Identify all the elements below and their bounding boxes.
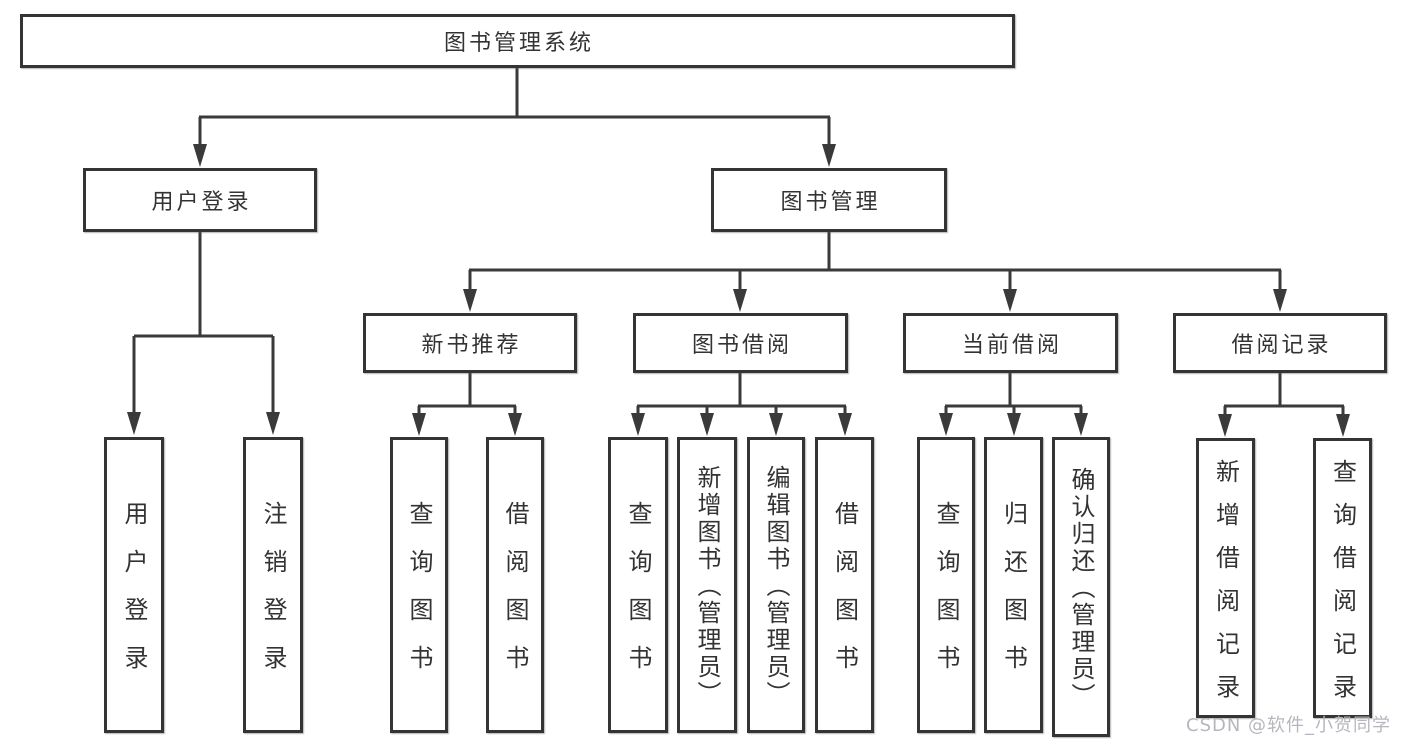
node-new-book-recommend-label: 新书推荐 xyxy=(421,333,522,358)
leaf-edit-book-admin: 编辑图书（管理员） xyxy=(747,437,805,733)
watermark: CSDN @软件_小贺同学 xyxy=(1186,715,1392,736)
node-root-label: 图书管理系统 xyxy=(443,31,594,56)
leaf-query-borrow-record: 查询借阅记录 xyxy=(1313,438,1372,718)
leaf-query-books-recommend-label: 查询图书 xyxy=(405,501,433,693)
node-borrow-records-label: 借阅记录 xyxy=(1231,333,1332,358)
leaf-user-login: 用户登录 xyxy=(104,437,164,733)
leaf-borrow-books-2: 借阅图书 xyxy=(815,437,874,733)
leaf-query-books-current-label: 查询图书 xyxy=(932,501,960,693)
leaf-logout-label: 注销登录 xyxy=(259,501,287,693)
leaf-add-borrow-record: 新增借阅记录 xyxy=(1196,438,1255,718)
leaf-query-books-borrow-label: 查询图书 xyxy=(624,501,652,693)
leaf-user-login-label: 用户登录 xyxy=(120,501,148,693)
leaf-return-books-label: 归还图书 xyxy=(999,501,1028,693)
leaf-add-borrow-record-label: 新增借阅记录 xyxy=(1211,458,1240,717)
node-current-borrow-label: 当前借阅 xyxy=(961,333,1062,358)
leaf-edit-book-admin-label: 编辑图书（管理员） xyxy=(762,465,790,708)
node-new-book-recommend: 新书推荐 xyxy=(363,313,577,373)
node-book-management: 图书管理 xyxy=(711,168,947,232)
leaf-return-books: 归还图书 xyxy=(984,437,1043,733)
leaf-add-book-admin-label: 新增图书（管理员） xyxy=(693,465,721,708)
node-book-borrow-label: 图书借阅 xyxy=(691,333,792,358)
leaf-borrow-books-recommend: 借阅图书 xyxy=(486,437,544,733)
leaf-borrow-books-recommend-label: 借阅图书 xyxy=(501,501,529,693)
leaf-query-books-recommend: 查询图书 xyxy=(390,437,448,733)
node-book-borrow: 图书借阅 xyxy=(633,313,848,373)
node-borrow-records: 借阅记录 xyxy=(1173,313,1387,373)
node-user-login: 用户登录 xyxy=(83,168,317,232)
leaf-query-borrow-record-label: 查询借阅记录 xyxy=(1328,458,1357,717)
node-book-management-label: 图书管理 xyxy=(780,190,881,215)
leaf-add-book-admin: 新增图书（管理员） xyxy=(677,437,737,733)
leaf-confirm-return-admin-label: 确认归还（管理员） xyxy=(1067,467,1095,710)
leaf-confirm-return-admin: 确认归还（管理员） xyxy=(1052,437,1110,737)
node-current-borrow: 当前借阅 xyxy=(903,313,1118,373)
leaf-query-books-current: 查询图书 xyxy=(917,437,975,733)
leaf-query-books-borrow: 查询图书 xyxy=(608,437,668,733)
leaf-borrow-books-2-label: 借阅图书 xyxy=(830,501,859,693)
leaf-logout: 注销登录 xyxy=(243,437,303,733)
node-user-login-label: 用户登录 xyxy=(151,190,252,215)
node-root: 图书管理系统 xyxy=(20,14,1015,68)
